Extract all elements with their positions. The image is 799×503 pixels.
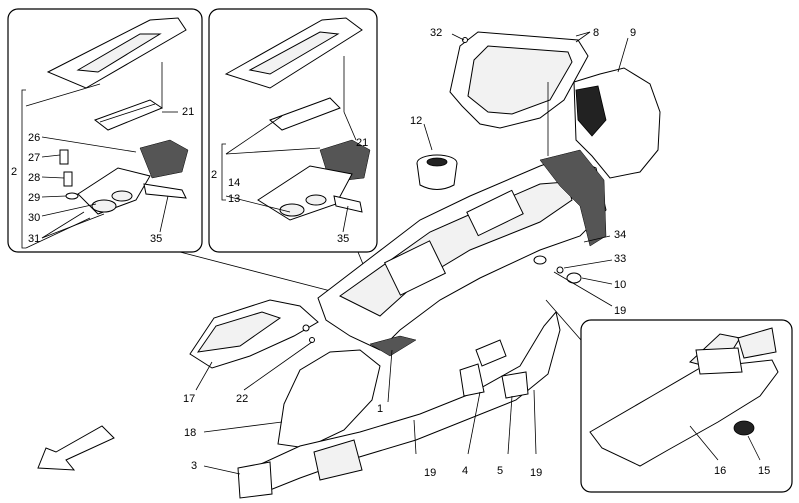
callout-17: 17: [183, 393, 195, 405]
detail-panel-center: [208, 8, 378, 253]
front-direction-arrow-icon: [37, 425, 115, 471]
callout-5: 5: [497, 465, 503, 477]
cup-holder-insert: [416, 154, 458, 190]
leader-panel-right: [545, 299, 582, 341]
callout-12: 12: [410, 115, 422, 127]
callout-21a: 21: [182, 106, 194, 118]
callout-labels: 2 21 26 27 28 29 30 31 35 2 21 14 13 35 …: [11, 27, 770, 479]
callout-2a: 2: [11, 166, 17, 178]
callout-19b: 19: [424, 467, 436, 479]
callout-26: 26: [28, 132, 40, 144]
lower-side-panel: [277, 349, 381, 449]
callout-22: 22: [236, 393, 248, 405]
callout-30: 30: [28, 212, 40, 224]
callout-34: 34: [614, 229, 626, 241]
callout-21b: 21: [356, 137, 368, 149]
callout-18: 18: [184, 427, 196, 439]
callout-28: 28: [28, 172, 40, 184]
rear-panel: [573, 67, 661, 179]
callout-13: 13: [228, 193, 240, 205]
callout-19c: 19: [530, 467, 542, 479]
armrest-lid: [449, 31, 591, 129]
screw-33: [556, 266, 564, 274]
callout-8: 8: [593, 27, 599, 39]
callout-9: 9: [630, 27, 636, 39]
callout-3: 3: [191, 460, 197, 472]
callout-14: 14: [228, 177, 240, 189]
callout-1: 1: [377, 403, 383, 415]
callout-35b: 35: [337, 233, 349, 245]
leader-panel-left: [179, 251, 351, 297]
detail-panel-left: [7, 8, 203, 253]
callout-19a: 19: [614, 305, 626, 317]
side-trim-panel: [189, 299, 319, 369]
callout-27: 27: [28, 152, 40, 164]
detail-panel-right: [580, 319, 793, 493]
callout-16: 16: [714, 465, 726, 477]
callout-2b: 2: [211, 169, 217, 181]
callout-32: 32: [430, 27, 442, 39]
seal-ring-10: [566, 272, 582, 284]
callout-leaders: [195, 31, 761, 475]
callout-35a: 35: [150, 233, 162, 245]
air-duct-assembly: [237, 310, 561, 499]
center-console-body: [317, 82, 607, 357]
callout-15: 15: [758, 465, 770, 477]
callout-10: 10: [614, 279, 626, 291]
callout-33: 33: [614, 253, 626, 265]
callout-31: 31: [28, 233, 40, 245]
callout-29: 29: [28, 192, 40, 204]
callout-4: 4: [462, 465, 468, 477]
